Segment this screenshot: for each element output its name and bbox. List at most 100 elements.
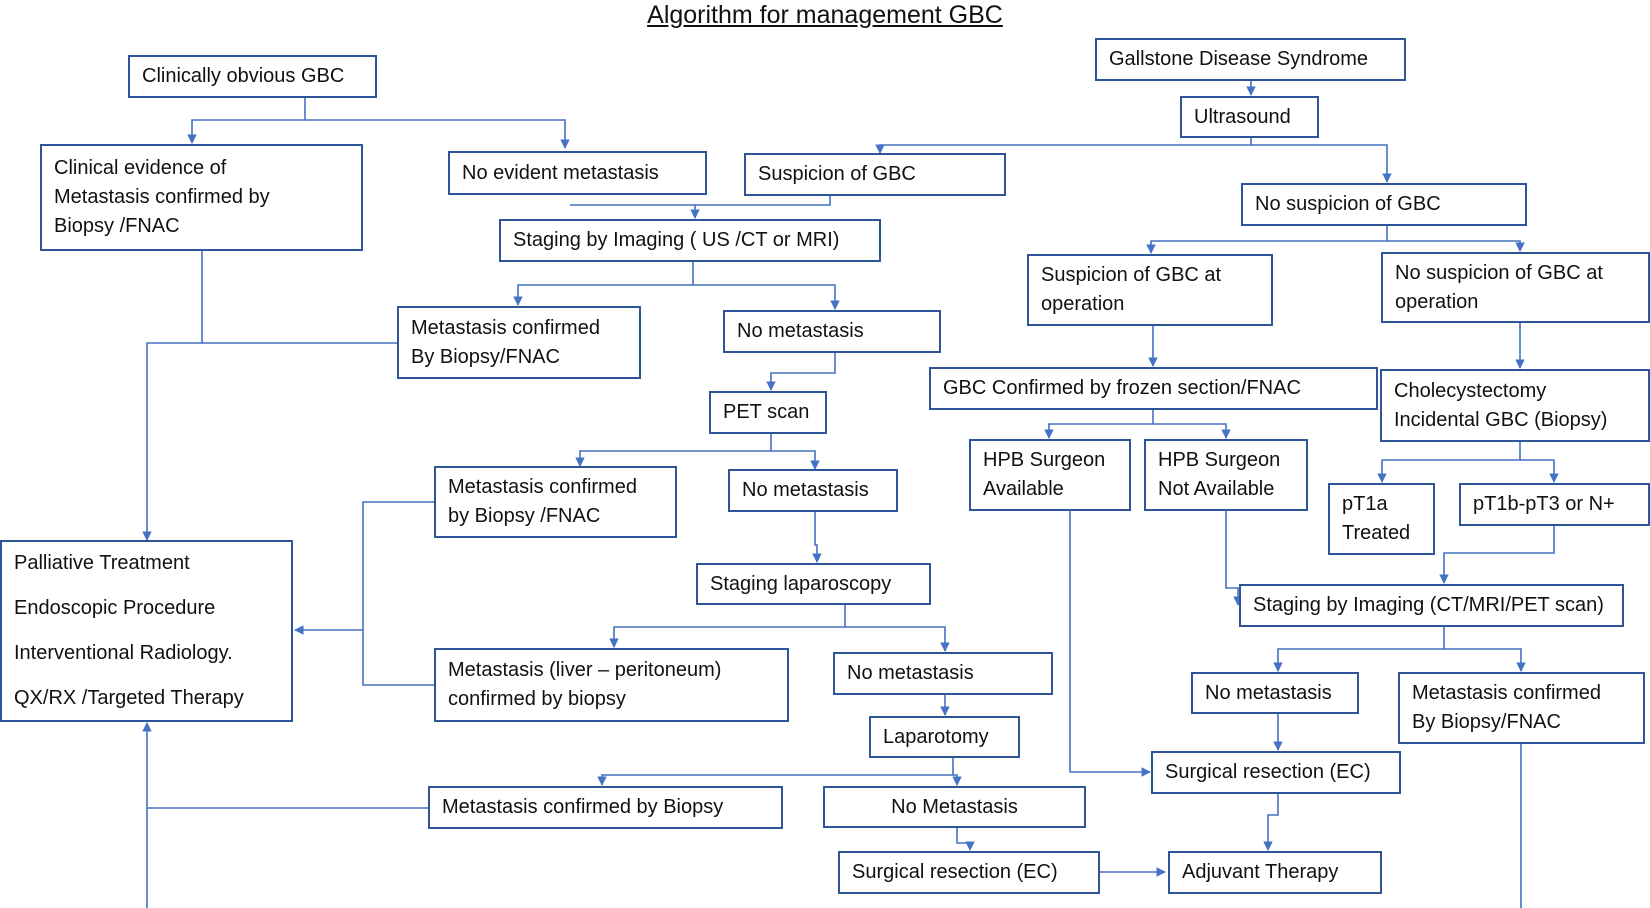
edge-laparotomy-to-meta-biopsy xyxy=(597,758,954,786)
node-label: Interventional Radiology. xyxy=(14,642,233,664)
node-label: Clinically obvious GBC xyxy=(142,65,345,87)
node-gbc-confirmed-frozen: GBC Confirmed by frozen section/FNAC xyxy=(929,367,1378,410)
node-label: pT1b-pT3 or N+ xyxy=(1473,493,1615,515)
node-staging-imaging-2: Staging by Imaging (CT/MRI/PET scan) xyxy=(1239,584,1624,627)
edge-nometa2-to-laparoscopy xyxy=(812,512,822,563)
node-clinical-evidence: Clinical evidence of Metastasis confirme… xyxy=(40,144,363,251)
node-label: No evident metastasis xyxy=(462,161,659,184)
edge-frozen-to-hpb xyxy=(1044,410,1154,439)
node-label: HPB Surgeon xyxy=(1158,449,1281,471)
node-no-metastasis-5: No metastasis xyxy=(1191,672,1359,714)
node-no-metastasis-3: No metastasis xyxy=(833,652,1053,695)
node-ultrasound: Ultrasound xyxy=(1180,96,1319,138)
node-label: pT1a xyxy=(1342,493,1388,515)
node-label: No Metastasis xyxy=(891,795,1018,818)
node-label: Surgical resection (EC) xyxy=(1165,761,1371,783)
edge-laparotomy-to-nometa4 xyxy=(952,774,962,786)
node-label: Not Available xyxy=(1158,478,1275,500)
node-label: Metastasis confirmed by xyxy=(54,186,270,208)
node-label: Laparotomy xyxy=(883,725,989,748)
node-label: Metastasis confirmed xyxy=(411,316,600,339)
edge-pet-to-nometa2 xyxy=(771,450,820,470)
node-label: By Biopsy/FNAC xyxy=(1412,711,1561,733)
edge-cholecystectomy-to-pt1b xyxy=(1520,459,1559,483)
node-label: GBC Confirmed by frozen section/FNAC xyxy=(943,377,1301,399)
edge-laparoscopy-to-meta-liver xyxy=(609,605,846,648)
edge-suspicion-to-staging xyxy=(695,195,831,206)
node-label: Staging laparoscopy xyxy=(710,572,892,595)
edge-nosuspicion-to-nosusp-op xyxy=(1387,240,1525,252)
edge-ultrasound-to-nosuspicion xyxy=(1251,144,1392,183)
edge-staging2-to-nometa5 xyxy=(1273,626,1445,672)
node-pt1b-pt3: pT1b-pT3 or N+ xyxy=(1459,483,1650,526)
node-label: QX/RX /Targeted Therapy xyxy=(14,687,244,709)
node-metastasis-confirmed-3: Metastasis confirmed By Biopsy/FNAC xyxy=(1398,672,1645,744)
node-label: HPB Surgeon xyxy=(983,449,1106,471)
node-label: Endoscopic Procedure xyxy=(14,597,216,619)
node-label: Cholecystectomy xyxy=(1394,379,1547,402)
diagram-title: Algorithm for management GBC xyxy=(647,1,1003,29)
node-surgical-resection-2: Surgical resection (EC) xyxy=(1151,751,1401,794)
node-label: Metastasis confirmed xyxy=(1412,682,1601,704)
edge-laparoscopy-to-nometa3 xyxy=(845,626,950,652)
node-label: Treated xyxy=(1342,522,1411,544)
node-label: Suspicion of GBC at xyxy=(1041,264,1222,286)
node-label: Staging by Imaging ( US /CT or MRI) xyxy=(513,229,840,251)
node-cholecystectomy: Cholecystectomy Incidental GBC (Biopsy) xyxy=(1380,369,1650,442)
node-metastasis-confirmed-1: Metastasis confirmed By Biopsy/FNAC xyxy=(397,306,641,379)
edge-cholecystectomy-to-pt1a xyxy=(1377,442,1521,483)
node-label: No metastasis xyxy=(847,662,974,684)
edge-meta-biopsy-to-palliative xyxy=(142,722,428,809)
edge-hpb-not-to-staging2 xyxy=(1225,511,1243,606)
edge-hpb-to-surgical2 xyxy=(1069,511,1151,777)
node-label: No metastasis xyxy=(742,479,869,501)
node-label: Gallstone Disease Syndrome xyxy=(1109,48,1369,70)
node-label: operation xyxy=(1041,293,1125,315)
node-hpb-surgeon-available: HPB Surgeon Available xyxy=(969,439,1131,511)
edge-clinical-to-palliative xyxy=(142,251,203,541)
node-pt1a-treated: pT1a Treated xyxy=(1328,483,1435,555)
node-no-evident-metastasis: No evident metastasis xyxy=(448,151,707,195)
node-adjuvant-therapy: Adjuvant Therapy xyxy=(1168,851,1382,894)
node-label: Biopsy /FNAC xyxy=(54,215,180,237)
node-label: No metastasis xyxy=(1205,681,1332,704)
node-label: Adjuvant Therapy xyxy=(1182,861,1339,883)
edge-no-evident-to-staging xyxy=(570,204,700,219)
node-palliative-treatment: Palliative Treatment Endoscopic Procedur… xyxy=(0,540,293,722)
node-label: operation xyxy=(1395,290,1479,313)
node-surgical-resection-1: Surgical resection (EC) xyxy=(838,851,1100,894)
node-label: Metastasis confirmed by Biopsy xyxy=(442,796,724,818)
edge-meta2-meta-liver-to-palliative xyxy=(362,501,434,686)
node-hpb-surgeon-not-available: HPB Surgeon Not Available xyxy=(1144,439,1308,511)
edge-obvious-to-no-evident xyxy=(305,119,570,149)
node-laparotomy: Laparotomy xyxy=(869,716,1020,758)
edge-staging1-to-nometa1 xyxy=(693,284,840,310)
edge-nometa4-to-surgical1 xyxy=(956,828,975,851)
node-label: No metastasis xyxy=(737,320,864,342)
edge-obvious-to-clinical xyxy=(187,97,306,144)
edge-pet-to-meta2 xyxy=(575,433,772,467)
node-no-metastasis-4: No Metastasis xyxy=(823,786,1086,828)
node-label: No suspicion of GBC at xyxy=(1395,261,1603,284)
node-no-suspicion-at-operation: No suspicion of GBC at operation xyxy=(1381,252,1650,323)
node-label: confirmed by biopsy xyxy=(448,688,626,710)
node-metastasis-confirmed-biopsy: Metastasis confirmed by Biopsy xyxy=(428,786,783,829)
edge-nosuspicion-to-susp-op xyxy=(1146,226,1388,254)
edge-staging2-to-meta3 xyxy=(1444,648,1526,672)
node-label: No suspicion of GBC xyxy=(1255,193,1441,215)
node-no-metastasis-2: No metastasis xyxy=(728,469,898,512)
node-label: Staging by Imaging (CT/MRI/PET scan) xyxy=(1253,594,1604,616)
node-staging-laparoscopy: Staging laparoscopy xyxy=(696,563,931,605)
node-gallstone-disease: Gallstone Disease Syndrome xyxy=(1095,38,1406,81)
node-label: Metastasis (liver – peritoneum) xyxy=(448,659,722,681)
edge-bottom-return xyxy=(146,744,1522,908)
edge-staging1-to-meta1 xyxy=(513,262,694,306)
node-no-suspicion-gbc: No suspicion of GBC xyxy=(1241,183,1527,226)
node-pet-scan: PET scan xyxy=(709,391,827,434)
node-label: PET scan xyxy=(723,401,810,423)
edge-nometa1-to-pet xyxy=(766,353,836,391)
node-label: Incidental GBC (Biopsy) xyxy=(1394,408,1608,431)
edge-frozen-to-hpb-not xyxy=(1153,423,1231,439)
